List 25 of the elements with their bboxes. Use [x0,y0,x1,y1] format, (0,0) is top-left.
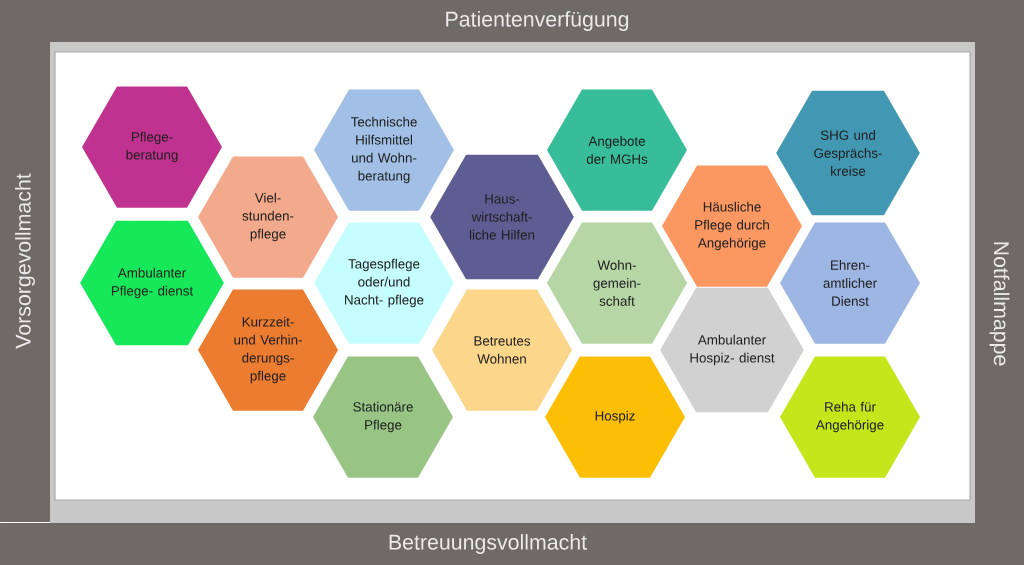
band: Patientenverfügung [50,0,1024,42]
hexagon: Angebote der MGHs [547,89,687,211]
hexagon: Viel- stunden- pflege [198,156,338,278]
node-label: Notfallmappe [989,242,1010,366]
hexagon: Ehren- amtlicher Dienst [780,222,920,344]
hexagon: Pflege- beratung [82,86,222,208]
node-label: Betreuungsvollmacht [389,534,587,554]
hexagon: Ambulanter Pflege- dienst [80,220,224,346]
hexagon: SHG und Gesprächs- kreise [776,90,920,216]
hexagon: Ambulanter Hospiz- dienst [660,287,804,413]
hexagon: Häusliche Pflege durch Angehörige [662,165,802,287]
hexagon: Kurzzeit- und Verhin- derungs- pflege [198,289,338,411]
hexagon: Tagespflege oder/und Nacht- pflege [314,222,454,344]
band: Vorsorgevollmacht [0,0,50,522]
band: Notfallmappe [975,42,1024,565]
band: Betreuungsvollmacht [0,523,975,565]
hexagon: Hospiz [545,356,685,478]
hexagon: Technische Hilfsmittel und Wohn- beratung [314,89,454,211]
hexagon: Wohn- gemein- schaft [547,222,687,344]
hexagon: Stationäre Pflege [313,356,453,478]
hexagon: Betreutes Wohnen [432,289,572,411]
hexagon: Haus- wirtschaft- liche Hilfen [430,154,574,280]
node-label: Vorsorgevollmacht [15,173,35,349]
node-label: Patientenverfügung [446,11,629,31]
hexagon: Reha für Angehörige [780,356,920,478]
